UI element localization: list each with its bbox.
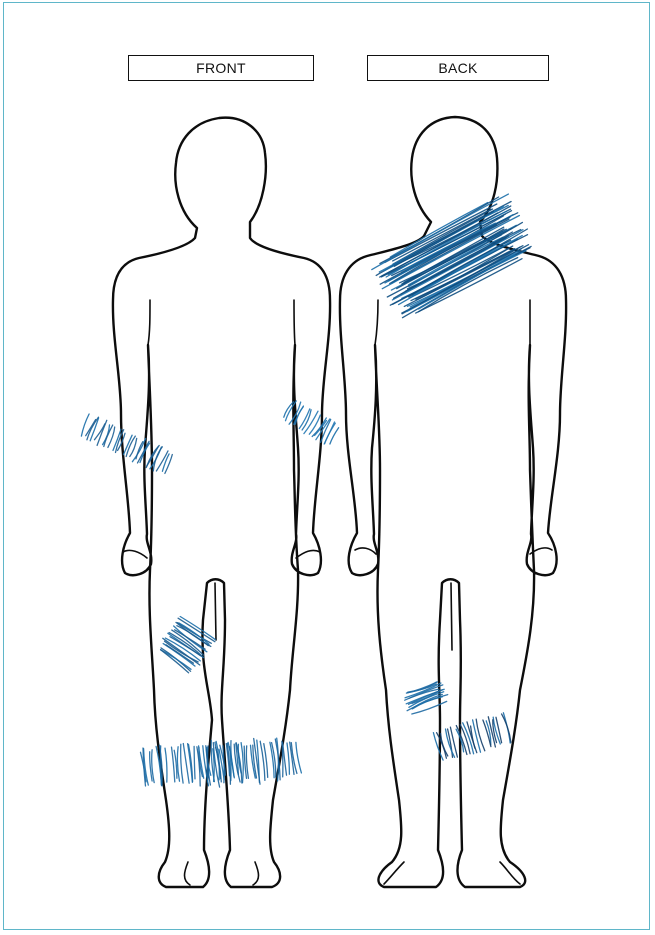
scribble-stroke: [503, 713, 510, 743]
front-left-hand-fingers: [296, 550, 320, 558]
scribble-stroke: [302, 410, 311, 430]
back-calf-marking: [433, 713, 511, 760]
back-left-toes: [500, 862, 520, 884]
front-left-armpit-line: [294, 300, 295, 345]
scribble-stroke: [165, 748, 167, 782]
pain-markings: [81, 194, 531, 787]
scribble-stroke: [304, 411, 318, 433]
scribble-stroke: [296, 742, 302, 773]
scribble-stroke: [86, 420, 96, 436]
right-thigh-marking: [161, 617, 216, 673]
scribble-stroke: [104, 425, 113, 446]
scribble-stroke: [284, 402, 294, 417]
scribble-stroke: [270, 742, 274, 777]
front-right-armpit-line: [148, 300, 150, 345]
left-shin-marking: [197, 738, 302, 787]
scribble-stroke: [177, 747, 179, 781]
back-right-armpit-line: [375, 300, 378, 345]
left-forearm-marking: [284, 401, 339, 444]
front-right-hand-fingers: [123, 550, 147, 558]
scribble-stroke: [194, 746, 195, 778]
scribble-stroke: [476, 719, 485, 751]
scribble-stroke: [181, 744, 183, 783]
front-right-toes: [185, 862, 191, 885]
scribble-stroke: [246, 746, 248, 778]
back-right-hand-fingers: [355, 548, 376, 554]
scribble-stroke: [287, 743, 289, 774]
front-left-toes: [253, 862, 259, 885]
scribble-stroke: [325, 423, 336, 443]
scribble-stroke: [130, 438, 137, 456]
right-forearm-marking: [81, 414, 172, 473]
front-crotch-line: [215, 583, 216, 640]
upper-back-marking: [372, 194, 531, 318]
back-crotch-line: [451, 583, 452, 650]
back-knee-marking: [405, 682, 448, 714]
scribble-stroke: [165, 455, 172, 474]
